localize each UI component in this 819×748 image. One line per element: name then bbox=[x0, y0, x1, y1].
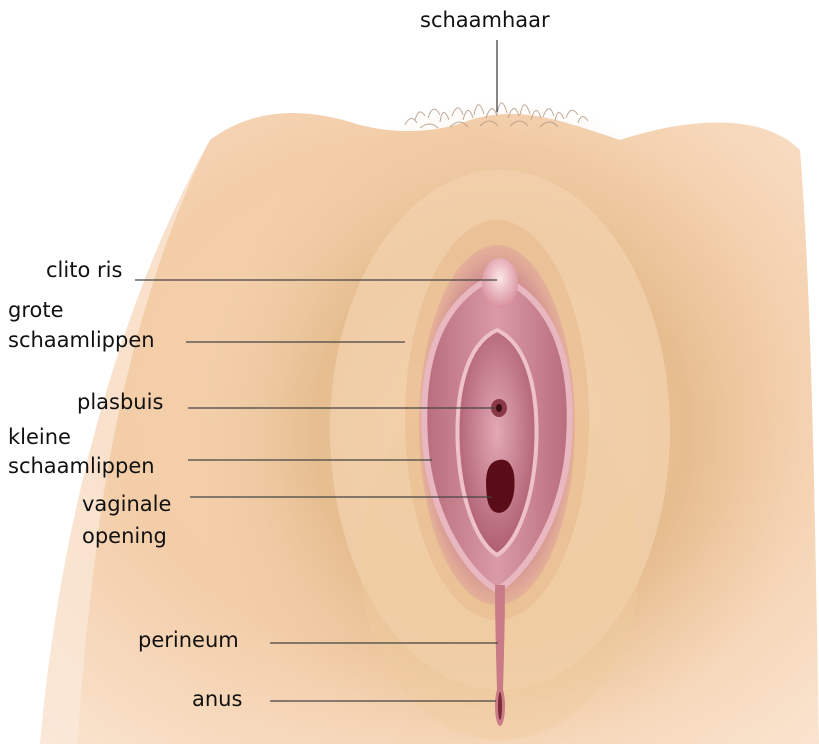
label-labia-minora-line2: schaamlippen bbox=[8, 454, 155, 479]
label-labia-majora-line1: grote bbox=[8, 298, 64, 323]
label-vaginal-opening-line2: opening bbox=[82, 524, 167, 549]
label-clitoris: clito ris bbox=[46, 258, 122, 283]
clitoris-shape bbox=[482, 258, 518, 308]
label-vaginal-opening-line1: vaginale bbox=[82, 492, 171, 517]
label-labia-majora-line2: schaamlippen bbox=[8, 328, 155, 353]
label-labia-minora-line1: kleine bbox=[8, 425, 71, 450]
label-anus: anus bbox=[192, 687, 242, 712]
label-urethra: plasbuis bbox=[77, 390, 163, 415]
label-perineum: perineum bbox=[138, 628, 239, 653]
label-pubic-hair: schaamhaar bbox=[420, 8, 550, 33]
